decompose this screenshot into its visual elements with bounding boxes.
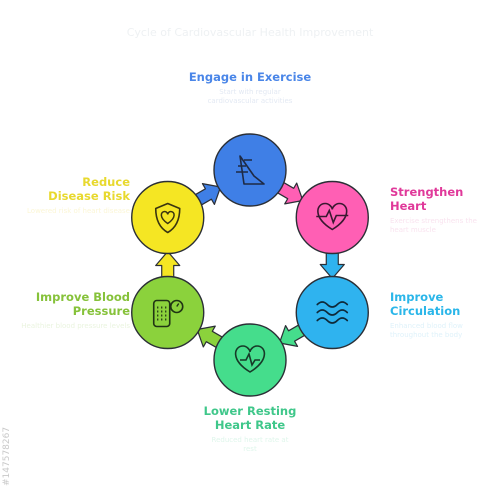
diagram-title: Cycle of Cardiovascular Health Improveme…: [126, 26, 374, 39]
label-exercise-desc: Start with regular cardiovascular activi…: [207, 88, 293, 105]
label-exercise: Engage in Exercise Start with regular ca…: [180, 70, 320, 106]
blood-pressure-monitor-icon: [152, 299, 184, 328]
node-exercise: [213, 133, 287, 207]
heart-pulse-icon: [234, 345, 266, 373]
running-shoe-icon: [236, 155, 265, 185]
shield-heart-icon: [154, 202, 181, 234]
label-circulation-heading: Improve Circulation: [390, 290, 461, 318]
heartbeat-heart-icon: [316, 202, 349, 231]
label-rate-desc: Reduced heart rate at rest: [211, 436, 289, 453]
node-circulation: [295, 275, 369, 350]
node-pressure: [131, 275, 205, 350]
label-circulation: Improve Circulation Enhanced blood flow …: [390, 290, 495, 340]
label-rate-heading: Lower Resting Heart Rate: [203, 404, 297, 432]
node-heart: [295, 180, 369, 255]
label-pressure: Improve Blood Pressure Healthier blood p…: [20, 290, 130, 331]
wind-waves-icon: [316, 301, 349, 324]
label-disease-heading: Reduce Disease Risk: [48, 175, 130, 203]
label-pressure-desc: Healthier blood pressure levels: [21, 322, 130, 330]
cycle-arrows: [155, 180, 345, 350]
label-disease-desc: Lowered risk of heart disease: [27, 207, 130, 215]
label-heart-desc: Exercise strengthens the heart muscle: [390, 217, 477, 234]
label-heart-heading: Strengthen Heart: [390, 185, 464, 213]
label-heart: Strengthen Heart Exercise strengthens th…: [390, 185, 495, 235]
label-exercise-heading: Engage in Exercise: [188, 70, 312, 84]
node-disease: [131, 180, 205, 255]
label-disease: Reduce Disease Risk Lowered risk of hear…: [20, 175, 130, 216]
node-rate: [213, 323, 287, 397]
stock-id-watermark: #147578267: [2, 426, 12, 486]
label-rate: Lower Resting Heart Rate Reduced heart r…: [180, 404, 320, 454]
label-pressure-heading: Improve Blood Pressure: [35, 290, 130, 318]
label-circulation-desc: Enhanced blood flow throughout the body: [390, 322, 463, 339]
